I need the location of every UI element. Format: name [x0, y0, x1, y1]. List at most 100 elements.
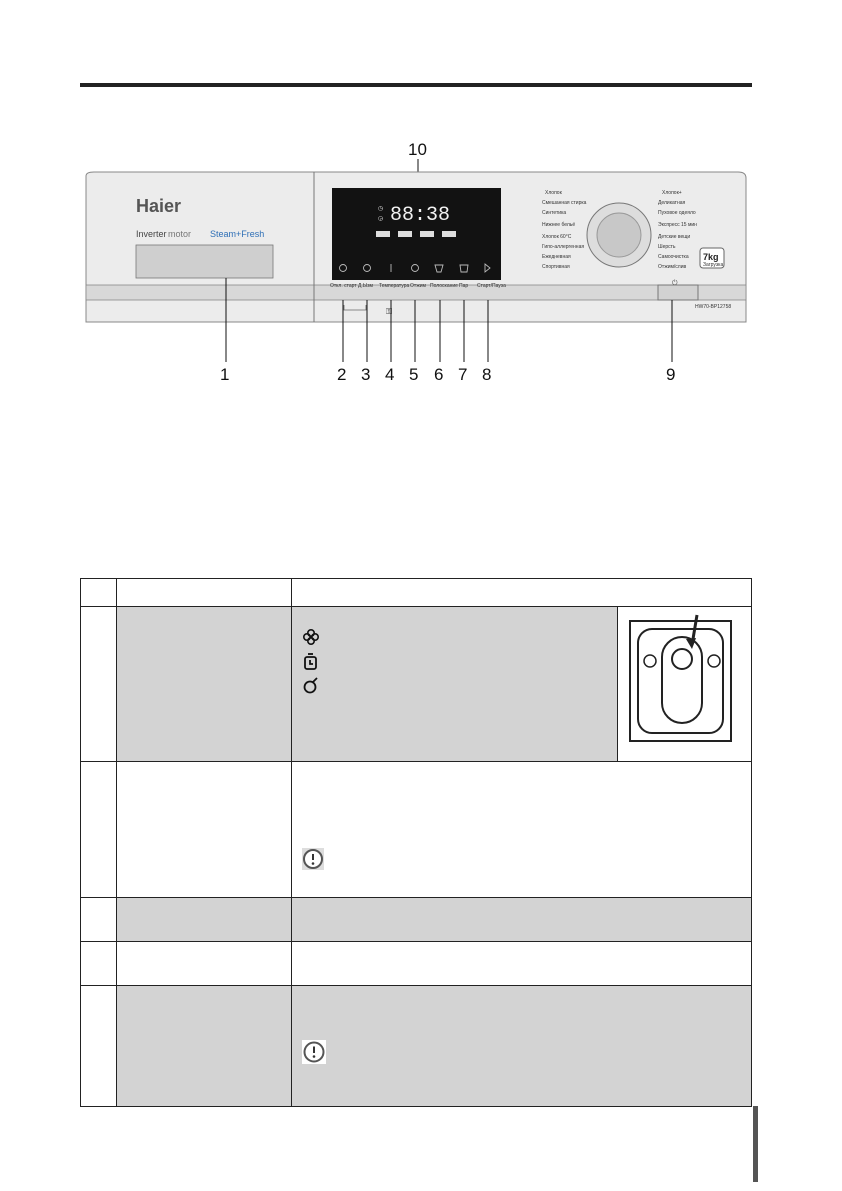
row-1-icon-line: [302, 673, 617, 697]
callout-9: 9: [666, 365, 675, 384]
spin-icon[interactable]: [411, 264, 419, 272]
row-3-name: [116, 897, 292, 942]
steam-icon[interactable]: [459, 264, 469, 273]
detergent-drawer-image: [629, 614, 733, 742]
label-time: Д.Ызм: [358, 283, 373, 289]
delay-icon: ◶: [378, 216, 383, 222]
capacity-value: 7kg: [703, 252, 719, 262]
display-time: 88:38: [390, 204, 450, 227]
program-left-1: Хлопок: [545, 190, 563, 196]
label-delay-start: Откл. старт: [330, 283, 357, 289]
softener-icon: [303, 677, 318, 694]
program-right-5: Детские вещи: [658, 234, 690, 240]
table-row: [79, 985, 753, 1107]
capacity-sub: Загрузка: [703, 262, 723, 268]
motor-label-bold: Inverter: [136, 229, 167, 239]
program-left-8: Спортивная: [542, 264, 570, 270]
power-icon: ⏻: [672, 279, 678, 287]
program-right-6: Шерсть: [658, 244, 676, 250]
label-temperature: Температура: [379, 283, 410, 289]
callout-4: 4: [385, 365, 394, 384]
steam-fresh-label: Steam+Fresh: [210, 229, 264, 239]
drawer-handle[interactable]: [135, 244, 274, 279]
row-4-no: [79, 941, 118, 986]
row-1-description: [290, 606, 619, 762]
header-cell-name: [116, 578, 292, 607]
rinse-icon[interactable]: [434, 264, 444, 273]
program-left-3: Синтетика: [542, 210, 566, 216]
indicator-3: [420, 231, 434, 237]
capacity-badge: [699, 247, 725, 269]
program-right-2: Деликатная: [658, 200, 686, 206]
start-pause-icon[interactable]: [484, 263, 491, 273]
callout-6: 6: [434, 365, 443, 384]
program-right-4: Экспресс 15 мин: [658, 222, 697, 228]
warning-icon: [301, 1040, 326, 1064]
table-row: [79, 606, 752, 762]
program-right-1: Хлопок+: [662, 190, 682, 196]
program-right-3: Пуховое одеяло: [658, 210, 696, 216]
warning-icon: [301, 848, 324, 870]
row-5-no: [79, 985, 118, 1107]
label-rinse: Полоскание: [430, 283, 458, 289]
callout-7: 7: [458, 365, 467, 384]
table-row: [79, 761, 753, 898]
row-1-icon-line: [302, 625, 617, 649]
header-cell-description: [290, 578, 753, 607]
row-2-name: [116, 761, 292, 898]
label-spin: Отжим: [410, 283, 426, 289]
row-1-icon-line: [302, 649, 617, 673]
program-left-7: Ежедневная: [542, 254, 571, 260]
program-right-7: Самоочистка: [658, 254, 689, 260]
row-3-no: [79, 897, 118, 942]
description-table: [79, 578, 753, 1107]
row-1-no: [79, 606, 118, 762]
callout-8: 8: [482, 365, 491, 384]
row-5-description: [290, 985, 753, 1107]
callout-5: 5: [409, 365, 418, 384]
clock-icon[interactable]: [363, 264, 371, 272]
top-rule: [80, 83, 752, 87]
row-2-description: [290, 761, 753, 898]
label-start-pause: Старт/Пауза: [477, 283, 506, 289]
callout-2: 2: [337, 365, 346, 384]
callout-1: 1: [220, 365, 229, 384]
page-edge-tab: [753, 1106, 758, 1182]
indicator-1: [376, 231, 390, 237]
power-button[interactable]: [657, 284, 699, 301]
display-panel: [332, 188, 501, 280]
model-number: HW70-BP12758: [695, 304, 731, 310]
header-cell-no: [79, 578, 118, 607]
program-right-8: Отжим/слив: [658, 264, 687, 270]
row-1-name: [116, 606, 292, 762]
child-lock-bracket: [343, 305, 367, 311]
indicator-2: [398, 231, 412, 237]
control-panel-figure: 10 Haier Inverter motor Steam+Fresh 88:3…: [85, 140, 747, 384]
timer-icon: ◷: [378, 206, 383, 212]
callout-10: 10: [408, 140, 427, 159]
table-header-row: [79, 578, 753, 607]
row-2-no: [79, 761, 118, 898]
bottle-icon: [303, 653, 317, 670]
table-row: [79, 897, 753, 942]
delay-start-icon[interactable]: [339, 264, 347, 272]
row-3-description: [290, 897, 753, 942]
program-left-2: Смешанная стирка: [542, 200, 587, 206]
knob-center: [596, 212, 642, 258]
row-4-description: [290, 941, 753, 986]
brand-logo: Haier: [136, 196, 181, 216]
label-steam: Пар: [459, 283, 468, 289]
program-left-5: Хлопок 60°С: [542, 234, 572, 240]
indicator-4: [442, 231, 456, 237]
program-left-6: Гипо-аллергенная: [542, 244, 584, 250]
program-left-4: Нижнее бельё: [542, 222, 575, 228]
callout-3: 3: [361, 365, 370, 384]
row-4-name: [116, 941, 292, 986]
row-1-image-cell: [617, 606, 752, 762]
panel-strip: [85, 284, 747, 301]
row-5-name: [116, 985, 292, 1107]
detergent-flower-icon: [302, 628, 319, 646]
table-row: [79, 941, 753, 986]
motor-label-light: motor: [168, 229, 191, 239]
child-lock-icon: ⚿: [386, 307, 392, 316]
